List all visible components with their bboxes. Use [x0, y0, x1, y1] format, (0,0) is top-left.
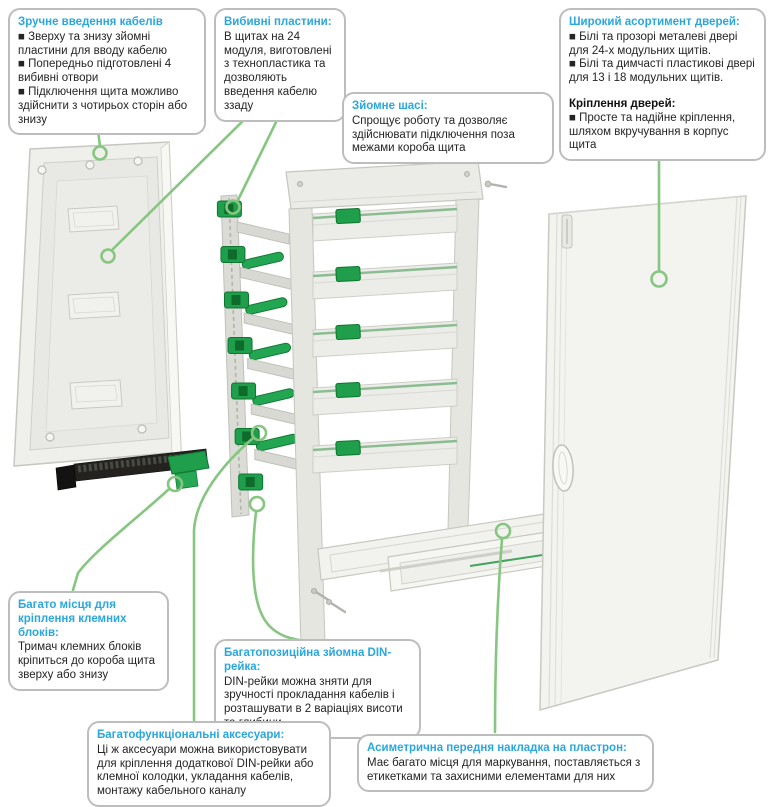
leader-faceplate — [493, 537, 504, 734]
din-rail-stub — [247, 357, 301, 382]
callout-bullet: ■ Підключення щита можливо здійснити з ч… — [18, 85, 188, 126]
callout-title: Вибивні пластини: — [224, 16, 332, 28]
leader-dot — [92, 145, 668, 540]
callout-body: Ці ж аксесуари можна використовувати для… — [97, 743, 314, 798]
row-clip — [335, 265, 361, 283]
door — [539, 195, 747, 711]
chassis-frame — [285, 160, 484, 649]
callout-removable-chassis: Зйомне шасі: Спрощує роботу та дозволяє … — [342, 92, 554, 165]
callout-title: Асиметрична передня накладка на пластрон… — [367, 742, 627, 754]
callout-doors: Широкий асортимент дверей: ■ Білі та про… — [559, 8, 766, 162]
leader-knockouts — [111, 109, 255, 251]
knockout-plate — [67, 291, 121, 320]
row-clip — [335, 439, 361, 457]
callout-body: DIN-рейки можна зняти для зручності прок… — [224, 675, 403, 729]
knockout-plate — [69, 379, 123, 410]
comb-busbar — [55, 448, 210, 491]
callout-body: Має багато місця для маркування, поставл… — [367, 756, 641, 783]
wing-accessory — [245, 297, 288, 315]
chassis-right-rail — [447, 198, 480, 531]
din-rail-stub — [240, 266, 294, 291]
callout-body: Тримач клемних блоків кріпиться до короб… — [18, 641, 156, 681]
wing-accessory — [248, 342, 291, 361]
callout-bullet: ■ Попередньо підготовлені 4 вибивні отво… — [18, 58, 172, 85]
callout-title: Зйомне шасі: — [352, 100, 428, 112]
callout-bullet: ■ Просте та надійне кріплення, шляхом вк… — [569, 111, 736, 152]
callout-title: Зручне введення кабелів — [18, 16, 163, 28]
callout-accessories: Багатофункціональні аксесуари: Ці ж аксе… — [87, 721, 331, 807]
din-rail-stub — [236, 221, 290, 245]
callout-faceplate: Асиметрична передня накладка на пластрон… — [357, 734, 654, 793]
screw-head — [310, 180, 492, 606]
callout-bullet: ■ Зверху та знизу зйомні пластини для вв… — [18, 30, 167, 57]
row-clip — [335, 381, 361, 399]
wing-accessory — [255, 433, 299, 452]
screw-hole — [37, 156, 147, 442]
wing-accessory — [252, 388, 295, 406]
din-rail-stub — [243, 312, 297, 336]
door-handle — [552, 444, 574, 492]
leader-din-rail — [251, 510, 301, 642]
row-clip — [335, 207, 361, 225]
leader-terminal-space — [71, 487, 171, 592]
enclosure-back-box — [13, 141, 182, 467]
callout-cable-entry: Зручне введення кабелів ■ Зверху та зниз… — [8, 8, 206, 136]
busbar-connector — [167, 450, 210, 475]
callout-title: Багатопозиційна зйомна DIN-рейка: — [224, 647, 392, 673]
row-clip — [335, 323, 361, 341]
callout-knockout-plates: Вибивні пластини: В щитах на 24 модуля, … — [214, 8, 346, 122]
callout-title: Широкий асортимент дверей: — [569, 16, 740, 28]
callout-bullet: ■ Білі та димчасті пластикові двері для … — [569, 58, 755, 85]
callout-title: Багатофункціональні аксесуари: — [97, 729, 285, 741]
wing-accessory — [241, 251, 284, 270]
callout-body: Спрощує роботу та дозволяє здійснювати п… — [352, 114, 515, 155]
callout-body: В щитах на 24 модуля, виготовлені з техн… — [224, 30, 332, 112]
callout-subtitle: Кріплення дверей: — [569, 97, 676, 110]
knockout-plate — [67, 205, 120, 233]
callout-terminal-space: Багато місця для кріплення клемних блокі… — [8, 591, 169, 691]
callout-title: Багато місця для кріплення клемних блокі… — [18, 599, 127, 639]
leader-accessories — [192, 437, 254, 722]
callout-bullet: ■ Білі та прозорі металеві двері для 24-… — [569, 30, 738, 57]
